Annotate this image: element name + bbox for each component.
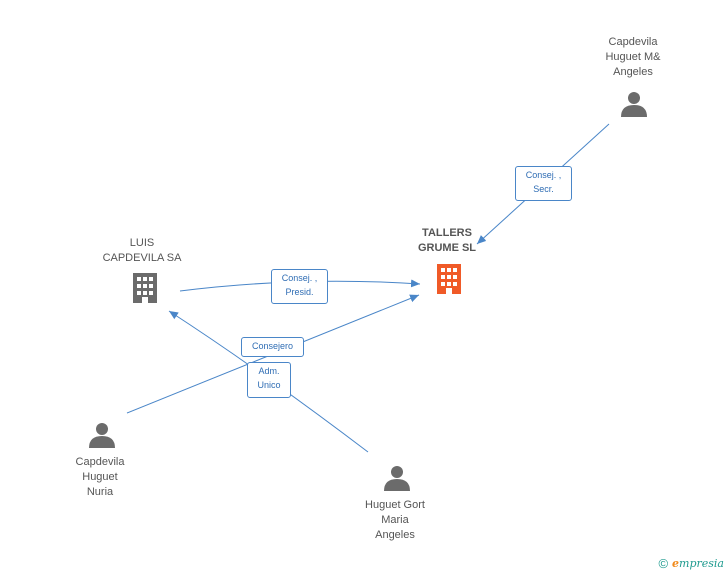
- person-icon[interactable]: [87, 420, 117, 450]
- node-label-huguet-gort: Huguet Gort Maria Angeles: [365, 499, 425, 541]
- footer-brand: © empresia: [658, 556, 724, 571]
- building-icon[interactable]: [129, 271, 161, 305]
- node-label-capdevila-nuria: Capdevila Huguet Nuria: [75, 456, 125, 498]
- person-icon[interactable]: [619, 89, 649, 119]
- copyright-icon: ©: [658, 556, 669, 571]
- edge-label-consej-secr[interactable]: Consej. , Secr.: [515, 166, 572, 201]
- person-icon[interactable]: [382, 463, 412, 493]
- building-icon-highlight[interactable]: [433, 262, 465, 296]
- node-label-tallers: TALLERS GRUME SL: [417, 227, 477, 254]
- edge-label-consejero[interactable]: Consejero: [241, 337, 304, 357]
- edge-label-adm-unico[interactable]: Adm. Unico: [247, 362, 291, 398]
- node-label-luis: LUIS CAPDEVILA SA: [102, 237, 182, 264]
- node-label-capdevila-mangeles: Capdevila Huguet M& Angeles: [605, 36, 661, 78]
- brand-logo[interactable]: empresia: [672, 557, 724, 570]
- edge-label-consej-presid[interactable]: Consej. , Presid.: [271, 269, 328, 304]
